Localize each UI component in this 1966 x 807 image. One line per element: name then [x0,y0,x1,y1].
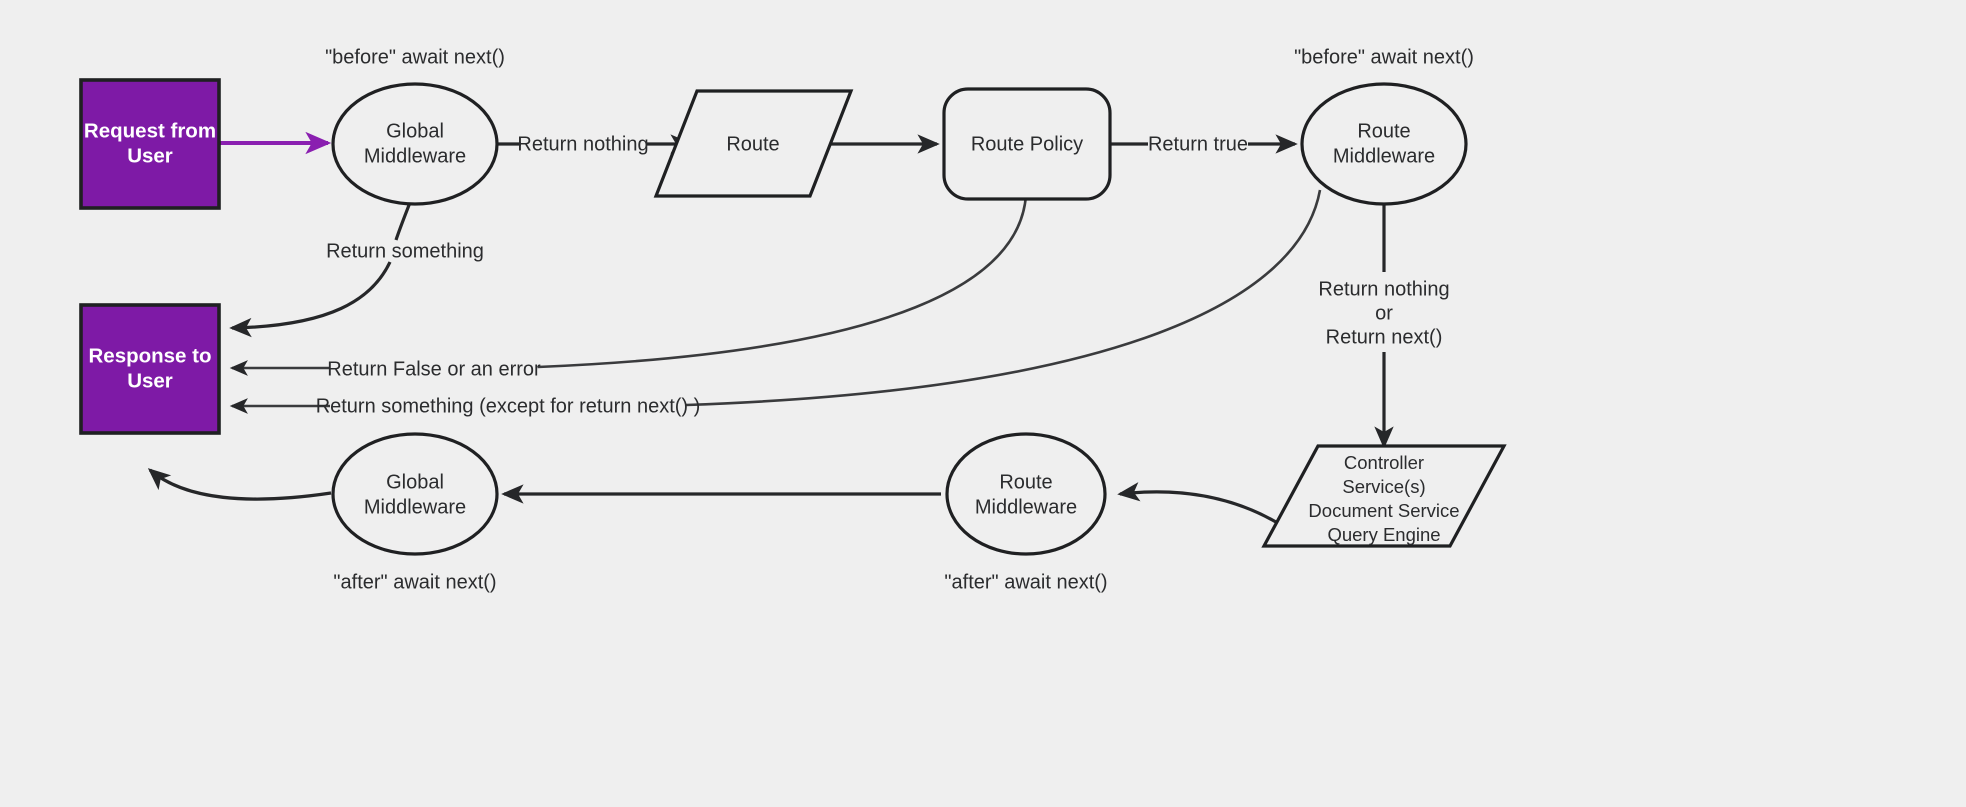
svg-text:Return something (except for r: Return something (except for return next… [316,395,701,417]
edge-global-middleware-bottom-to-response [147,468,332,501]
node-request-from-user[interactable] [79,78,221,210]
node-route-policy[interactable] [942,87,1112,201]
label-route-middleware-top: Route Middleware [1333,120,1435,167]
node-global-middleware-top[interactable] [331,82,499,206]
edge-route-middleware-return-something [229,189,1322,414]
label-response-to-user: Response to User [88,344,211,392]
edge-label-return-true: Return true [1148,133,1248,155]
label-route-middleware-bottom: Route Middleware [975,471,1077,518]
svg-text:Route Policy: Route Policy [971,133,1083,155]
svg-text:or: or [1375,302,1393,324]
svg-text:Return nothing: Return nothing [1318,278,1449,300]
svg-text:"before" await next(): "before" await next() [325,46,505,68]
node-route-middleware-bottom[interactable] [945,432,1107,556]
svg-text:Controller: Controller [1344,452,1424,473]
svg-text:Return something: Return something [326,240,484,262]
node-response-to-user[interactable] [79,303,221,435]
edge-label-return-something-except-next: Return something (except for return next… [316,395,701,417]
label-route: Route [726,133,779,155]
svg-text:Document Service: Document Service [1308,500,1459,521]
annotation-before-await-right: "before" await next() [1294,46,1474,68]
label-request-from-user: Request from User [84,119,216,167]
svg-text:Return true: Return true [1148,133,1248,155]
svg-text:Return False or an error: Return False or an error [327,358,541,380]
svg-text:Middleware: Middleware [364,145,466,167]
svg-text:Middleware: Middleware [975,496,1077,518]
label-global-middleware-bottom: Global Middleware [364,471,466,518]
svg-text:Service(s): Service(s) [1342,476,1425,497]
label-route-policy: Route Policy [971,133,1083,155]
node-global-middleware-bottom[interactable] [331,432,499,556]
svg-text:Query Engine: Query Engine [1327,524,1440,545]
edge-label-return-nothing: Return nothing [517,133,648,155]
edge-label-return-something: Return something [326,240,484,262]
svg-text:"after" await next(): "after" await next() [944,571,1107,593]
label-global-middleware-top: Global Middleware [364,120,466,167]
svg-text:Global: Global [386,471,444,493]
node-route[interactable] [653,89,854,198]
svg-text:Route: Route [999,471,1052,493]
svg-text:Route: Route [726,133,779,155]
edge-label-return-false-or-error: Return False or an error [327,358,541,380]
label-controller: Controller Service(s) Document Service Q… [1308,452,1459,545]
svg-text:Route: Route [1357,120,1410,142]
edge-label-return-nothing-or-next: Return nothing or Return next() [1318,278,1449,348]
svg-text:Response to: Response to [88,344,211,367]
edge-global-middleware-return-something [229,199,413,338]
node-route-middleware-top[interactable] [1300,82,1468,206]
node-controller[interactable] [1261,444,1507,548]
svg-text:"before" await next(): "before" await next() [1294,46,1474,68]
svg-text:Global: Global [386,120,444,142]
annotation-after-await-left: "after" await next() [333,571,496,593]
svg-text:Middleware: Middleware [364,496,466,518]
svg-text:Return nothing: Return nothing [517,133,648,155]
svg-text:User: User [127,144,173,167]
annotation-before-await-left: "before" await next() [325,46,505,68]
annotation-after-await-right: "after" await next() [944,571,1107,593]
svg-text:User: User [127,369,173,392]
svg-text:"after" await next(): "after" await next() [333,571,496,593]
edge-route-policy-return-false [229,194,1028,376]
svg-text:Middleware: Middleware [1333,145,1435,167]
svg-text:Return next(): Return next() [1326,326,1443,348]
svg-text:Request from: Request from [84,119,216,142]
